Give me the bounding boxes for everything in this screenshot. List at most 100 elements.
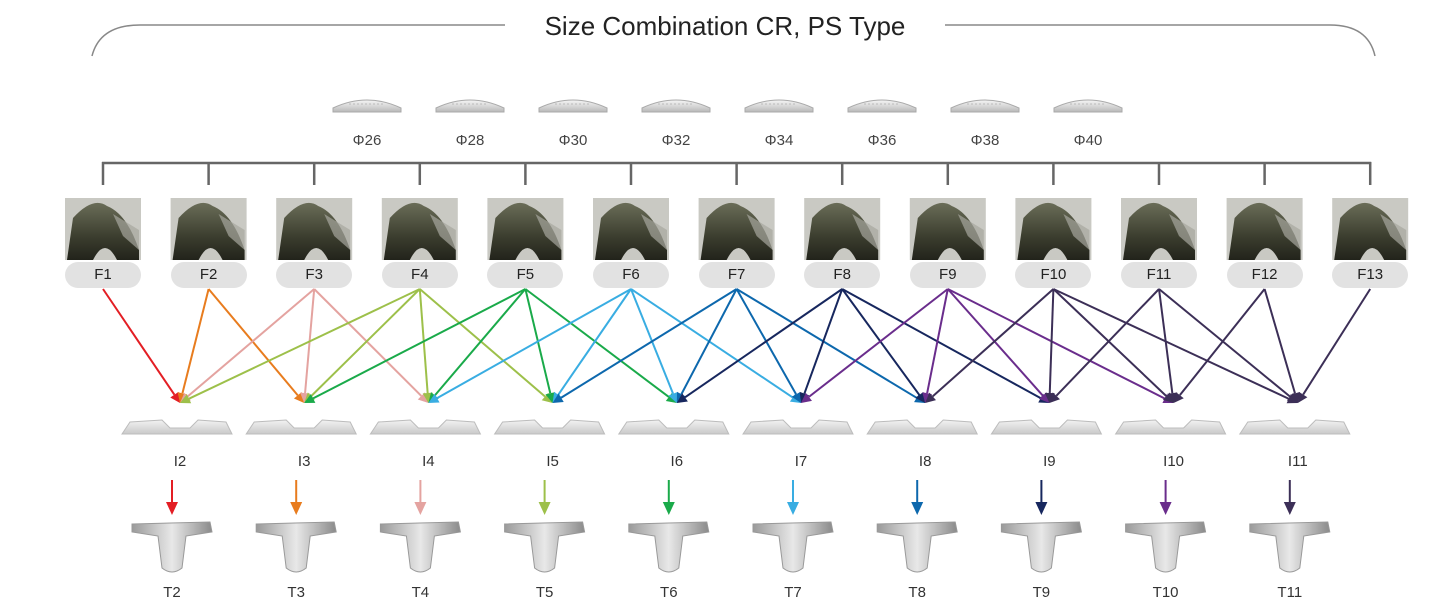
compatibility-arrow	[841, 288, 926, 403]
tibial-insert-icon	[121, 419, 233, 435]
insert-size-label: I10	[1163, 453, 1185, 470]
patella-icon	[332, 99, 402, 113]
patella-size-label: Φ34	[764, 132, 794, 149]
insert-to-tibia-arrow	[290, 480, 303, 515]
tibia-row	[131, 521, 1331, 573]
compatibility-arrow	[207, 288, 305, 403]
femoral-component-icon	[65, 198, 141, 260]
insert-to-tibia-arrow	[662, 480, 675, 515]
tibia-size-label: T7	[784, 584, 802, 601]
compatibility-arrow	[1263, 288, 1300, 403]
tibia-size-label: T8	[908, 584, 926, 601]
femoral-size-label: F13	[1332, 262, 1409, 288]
compatibility-arrow	[676, 288, 738, 403]
femoral-component-icon	[593, 198, 669, 260]
compatibility-arrow	[735, 288, 801, 403]
femoral-size-label: F2	[170, 262, 247, 288]
tibia-size-label: T9	[1032, 584, 1051, 601]
femoral-size-label: F4	[381, 262, 458, 288]
patella-icon	[950, 99, 1020, 113]
patella-icon	[435, 99, 505, 113]
tibia-size-label: T11	[1277, 584, 1303, 601]
patella-size-label: Φ38	[970, 132, 1000, 149]
femoral-size-label: F1	[65, 262, 141, 288]
compatibility-arrow	[552, 288, 632, 403]
tibial-tray-icon	[1249, 521, 1331, 573]
compatibility-arrow	[1052, 288, 1298, 404]
insert-size-label: I3	[297, 453, 311, 470]
compatibility-arrows	[102, 288, 1372, 404]
tibial-insert-icon	[742, 419, 854, 435]
femoral-size-label: F5	[487, 262, 564, 288]
insert-to-tibia-arrow	[1159, 480, 1172, 515]
patella-size-label: Φ32	[661, 132, 691, 149]
femoral-component-icon	[1121, 198, 1197, 260]
compatibility-arrow	[1052, 288, 1174, 403]
compatibility-arrow	[304, 288, 421, 403]
femoral-component-icon	[804, 198, 881, 260]
tibial-tray-icon	[131, 521, 213, 573]
insert-size-label: I8	[918, 453, 932, 470]
insert-to-tibia-arrow	[166, 480, 178, 515]
insert-to-tibia-arrow	[538, 480, 551, 515]
tibial-insert-icon	[617, 419, 730, 435]
patella-row	[332, 99, 1123, 113]
tibia-size-label: T6	[660, 584, 678, 601]
femoral-size-label: F9	[909, 262, 986, 288]
tibial-tray-icon	[752, 521, 834, 573]
compatibility-arrow	[418, 288, 433, 403]
compatibility-arrow	[102, 288, 180, 403]
compatibility-arrow	[676, 288, 843, 403]
insert-size-label: I5	[546, 453, 559, 470]
patella-size-label: Φ28	[455, 132, 485, 149]
tibial-insert-icon	[990, 419, 1103, 435]
tibial-tray-icon	[379, 521, 461, 573]
femoral-component-icon	[170, 198, 247, 260]
compatibility-arrow	[799, 288, 844, 403]
femoral-component-icon	[1226, 198, 1303, 260]
insert-size-label: I7	[794, 453, 808, 470]
femoral-component-icon	[381, 198, 458, 260]
femoral-component-icon	[909, 198, 986, 260]
tibial-insert-icon	[1114, 419, 1227, 435]
insert-row	[121, 419, 1351, 515]
compatibility-arrow	[1049, 288, 1160, 403]
insert-size-label: I11	[1287, 453, 1308, 470]
femoral-component-icon	[487, 198, 564, 260]
patella-icon	[641, 99, 711, 113]
insert-size-label: I4	[422, 453, 435, 470]
compatibility-arrow	[180, 288, 421, 404]
compatibility-arrow	[428, 288, 632, 403]
insert-to-tibia-arrow	[911, 480, 924, 515]
compatibility-arrow	[1158, 288, 1298, 403]
femoral-component-icon	[698, 198, 775, 260]
femoral-size-label: F12	[1226, 262, 1303, 288]
tibia-size-label: T5	[535, 584, 554, 601]
femoral-row	[65, 198, 1409, 260]
tibia-size-label: T3	[287, 584, 305, 601]
femoral-component-icon	[276, 198, 353, 260]
compatibility-arrow	[630, 288, 801, 403]
compatibility-arrow	[801, 288, 949, 403]
tibial-insert-icon	[245, 419, 358, 435]
femoral-component-icon	[1332, 198, 1409, 260]
insert-to-tibia-arrow	[1035, 480, 1048, 515]
femoral-size-label: F7	[698, 262, 775, 288]
femoral-size-label: F8	[804, 262, 881, 288]
tibia-size-label: T2	[163, 584, 181, 601]
tibial-tray-icon	[504, 521, 586, 573]
size-tree-connector	[101, 161, 1372, 185]
compatibility-arrow	[925, 288, 1055, 403]
compatibility-arrow	[419, 288, 553, 403]
patella-icon	[538, 99, 608, 113]
tibial-insert-icon	[866, 419, 979, 435]
tibia-size-label: T10	[1152, 584, 1179, 601]
femoral-size-label: F11	[1121, 262, 1197, 288]
patella-icon	[1053, 99, 1123, 113]
compatibility-arrow	[313, 288, 429, 403]
compatibility-arrow	[177, 288, 210, 403]
tibial-tray-icon	[628, 521, 710, 573]
diagram-title: Size Combination CR, PS Type	[505, 8, 945, 44]
insert-size-label: I6	[670, 453, 684, 470]
